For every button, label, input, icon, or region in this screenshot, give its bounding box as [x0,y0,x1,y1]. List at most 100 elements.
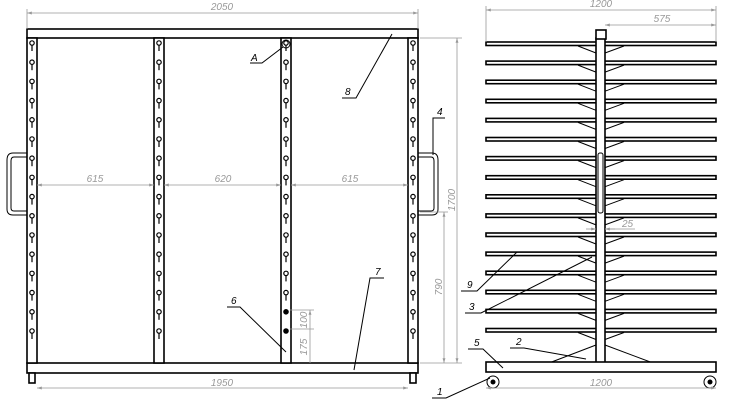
keyhole [156,97,162,104]
dim-790: 790 [434,278,445,295]
bottom-beam [26,362,419,374]
bracket [604,274,625,283]
callout-5: 5 [474,338,480,349]
keyhole [29,289,35,296]
callout-2: 2 [515,337,522,348]
keyhole [410,155,416,162]
keyhole [29,193,35,200]
bracket [604,179,625,188]
callout-6: 6 [231,296,237,307]
keyhole [410,270,416,277]
keyhole [29,155,35,162]
keyhole [156,40,162,46]
keyhole [29,117,35,123]
keyhole [283,117,289,123]
posts [26,37,419,364]
bracket [604,198,625,207]
bracket [577,293,597,302]
dim-620: 620 [215,174,232,185]
bracket [577,312,597,321]
dim-25: 25 [621,219,634,230]
keyhole [283,213,289,219]
bracket [604,83,625,92]
callout-4: 4 [437,107,443,118]
bracket [577,83,597,92]
keyhole [156,328,162,334]
bracket [604,160,625,169]
post [280,37,292,364]
post-cap [595,29,607,40]
keyhole [283,270,289,277]
base-frame [485,361,717,373]
keyhole [410,232,416,238]
dim-100: 100 [299,311,310,328]
keyhole [283,97,289,104]
side-view: 1200 575 1200 25 9 3 5 2 [461,0,717,390]
callout-3: 3 [469,302,475,313]
keyhole [156,59,162,66]
keyhole [29,59,35,66]
keyhole [283,193,289,200]
keyhole [156,155,162,162]
bracket [604,236,625,245]
bracket [604,312,625,321]
bracket [604,141,625,149]
left-handle-inner [10,156,27,212]
keyhole [410,251,416,258]
callout-A: A [250,53,258,64]
keyhole [410,308,416,315]
keyhole [156,232,162,238]
center-post [595,37,606,364]
keyhole [29,174,35,181]
bracket [604,64,625,73]
keyhole [156,193,162,200]
keyhole [156,289,162,296]
dim-615-left: 615 [87,174,104,185]
bracket [577,179,597,188]
dim-175: 175 [299,338,310,355]
bracket [604,217,625,226]
keyhole [156,270,162,277]
keyhole [29,308,35,315]
keyhole [283,59,289,66]
bracket [577,236,597,245]
post [153,37,165,364]
callout-1: 1 [437,387,443,398]
keyhole [283,232,289,238]
keyhole [156,308,162,315]
callout-9: 9 [467,280,473,291]
bracket [577,274,597,283]
bracket [577,121,597,130]
keyhole [283,40,289,46]
front-view: 2050 1950 615 620 615 1700 790 100 175 A… [6,2,491,399]
keyhole [410,117,416,123]
keyhole [410,328,416,334]
right-handle [418,152,439,216]
keyhole [410,289,416,296]
keyhole [283,289,289,296]
bracket [577,160,597,169]
keyhole [283,155,289,162]
callout-8: 8 [345,87,351,98]
keyhole [410,213,416,219]
keyhole [283,136,289,142]
top-beam [26,28,419,39]
keyhole [283,78,289,85]
keyhole [156,213,162,219]
keyhole [29,97,35,104]
keyhole [410,97,416,104]
keyhole [29,328,35,334]
keyhole [410,40,416,46]
keyhole [283,251,289,258]
bracket [577,64,597,73]
keyhole [156,251,162,258]
bracket [577,45,597,54]
keyhole [410,193,416,200]
keyhole [410,136,416,142]
bracket [577,102,597,111]
keyhole [29,251,35,258]
keyhole [156,78,162,85]
keyhole [29,232,35,238]
keyhole [29,270,35,277]
